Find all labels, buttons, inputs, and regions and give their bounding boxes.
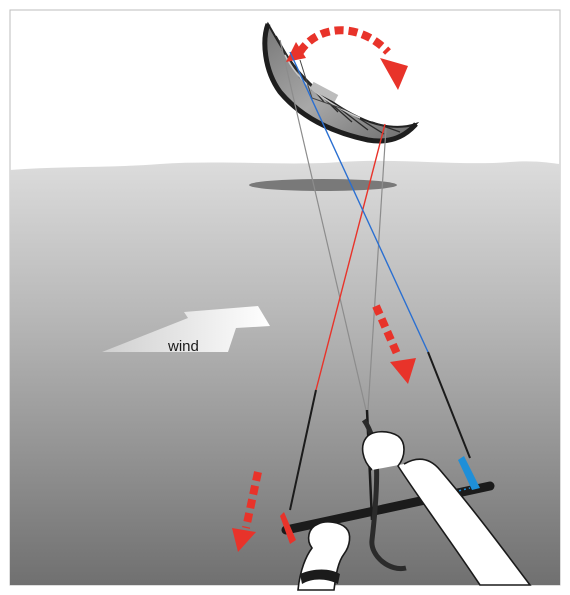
wind-label: wind	[167, 338, 199, 355]
kite-shadow	[249, 179, 397, 191]
